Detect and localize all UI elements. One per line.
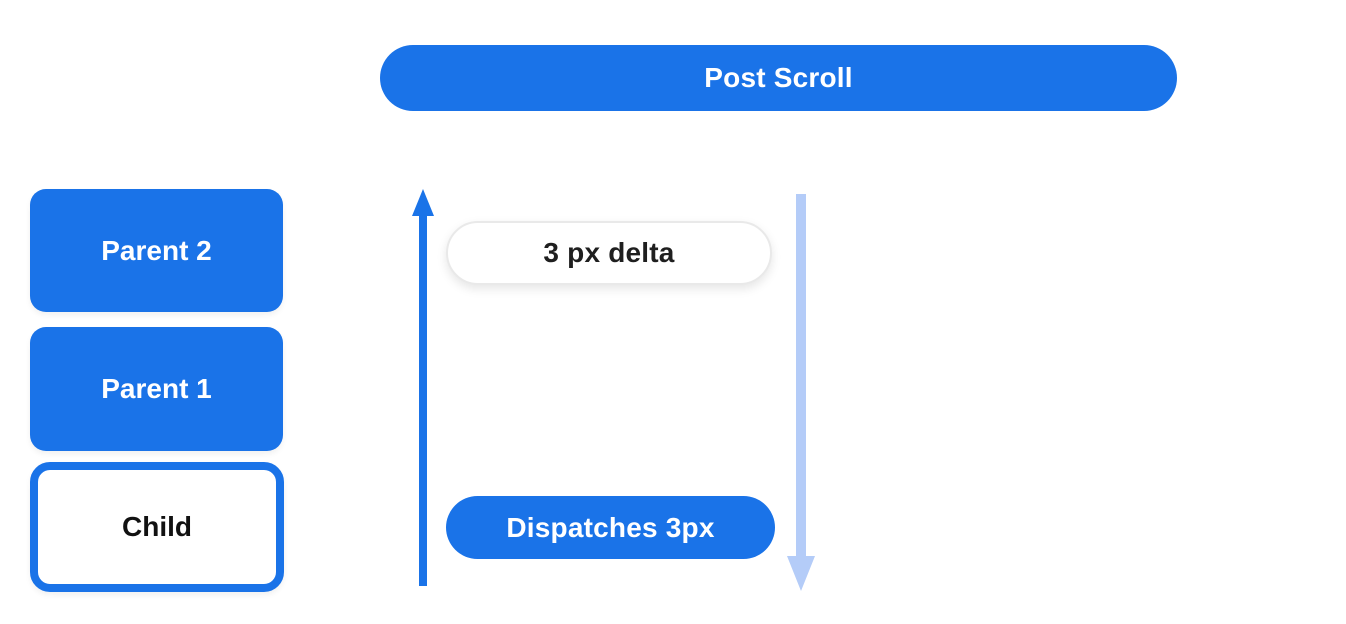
box-parent-2-label: Parent 2 (101, 234, 212, 266)
delta-label: 3 px delta (543, 237, 675, 268)
box-child: Child (30, 462, 284, 592)
down-arrow-icon (787, 194, 815, 591)
dispatches-label: Dispatches 3px (506, 511, 715, 543)
delta-pill: 3 px delta (446, 221, 772, 285)
box-parent-1: Parent 1 (30, 327, 283, 451)
box-child-label: Child (122, 511, 192, 542)
box-parent-2: Parent 2 (30, 189, 283, 312)
up-arrow-icon (412, 189, 434, 586)
dispatches-pill: Dispatches 3px (446, 496, 775, 559)
post-scroll-label: Post Scroll (704, 62, 853, 93)
post-scroll-pill: Post Scroll (380, 45, 1177, 111)
box-parent-1-label: Parent 1 (101, 373, 212, 404)
